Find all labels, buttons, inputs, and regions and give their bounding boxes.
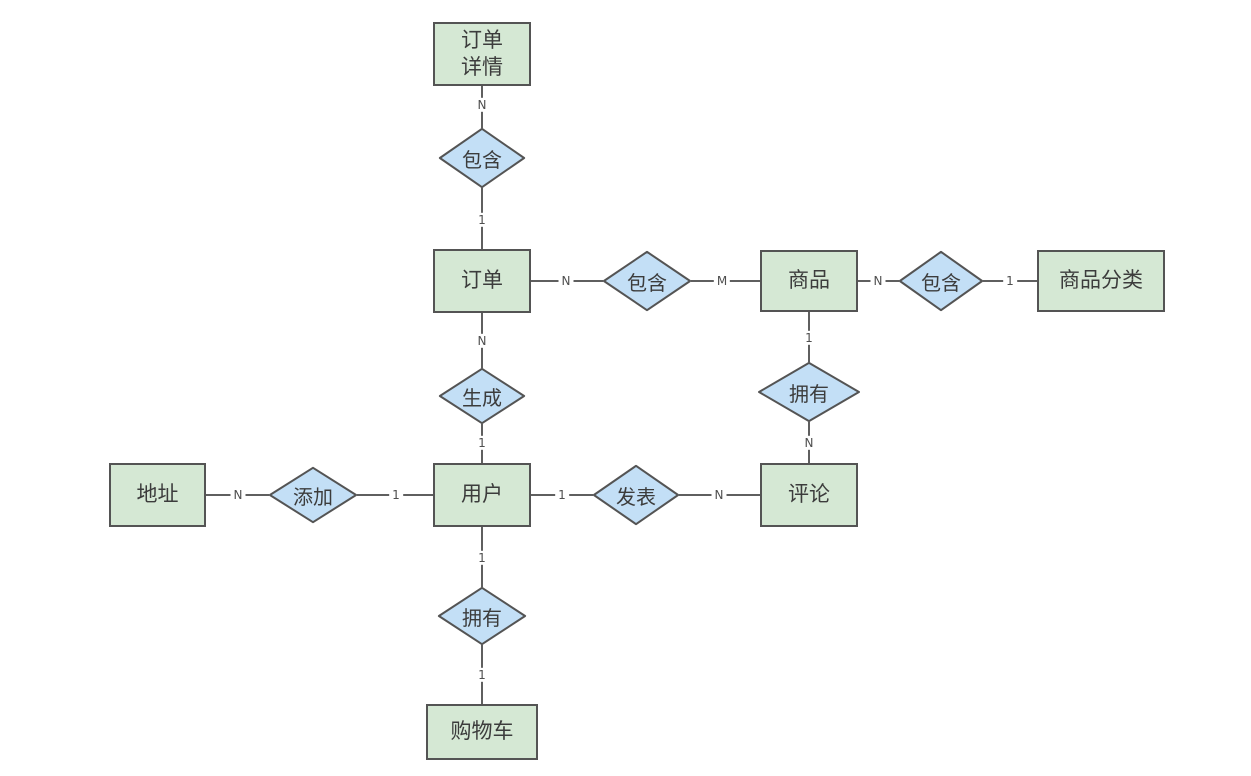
relation-label: 拥有 xyxy=(462,605,502,630)
cardinality-label: N xyxy=(711,487,727,503)
relation-label: 生成 xyxy=(462,385,502,410)
diamond-shape-icon xyxy=(603,251,691,311)
diamond-shape-icon xyxy=(439,128,525,188)
relation-contains-order-product[interactable]: 包含 xyxy=(603,251,691,311)
diamond-shape-icon xyxy=(269,467,357,523)
entity-cart-label: 购物车 xyxy=(450,719,514,744)
cardinality-label: N xyxy=(558,273,574,289)
entity-address[interactable]: 地址 xyxy=(109,463,206,527)
entity-user-label: 用户 xyxy=(461,482,503,507)
entity-order-details-label: 订单 详情 xyxy=(461,27,503,79)
cardinality-label: N xyxy=(474,97,490,113)
relation-label: 发表 xyxy=(616,484,656,509)
entity-comment[interactable]: 评论 xyxy=(760,463,858,527)
cardinality-label: 1 xyxy=(555,487,569,503)
diamond-shape-icon xyxy=(439,368,525,424)
cardinality-label: 1 xyxy=(475,667,489,683)
entity-order-details[interactable]: 订单 详情 xyxy=(433,22,531,86)
cardinality-label: 1 xyxy=(475,212,489,228)
relation-label: 包含 xyxy=(462,147,502,172)
entity-cart[interactable]: 购物车 xyxy=(426,704,538,760)
cardinality-label: N xyxy=(474,333,490,349)
cardinality-label: 1 xyxy=(389,487,403,503)
diamond-shape-icon xyxy=(593,465,679,525)
cardinality-label: N xyxy=(870,273,886,289)
entity-product-category-label: 商品分类 xyxy=(1059,268,1143,293)
relation-owns-user-cart[interactable]: 拥有 xyxy=(438,587,526,645)
relation-adds-address-user[interactable]: 添加 xyxy=(269,467,357,523)
cardinality-label: N xyxy=(801,435,817,451)
cardinality-label: 1 xyxy=(802,330,816,346)
entity-user[interactable]: 用户 xyxy=(433,463,531,527)
entity-order[interactable]: 订单 xyxy=(433,249,531,313)
relation-owns-product-comment[interactable]: 拥有 xyxy=(758,362,860,422)
diamond-shape-icon xyxy=(899,251,983,311)
cardinality-label: 1 xyxy=(475,435,489,451)
relation-contains-product-category[interactable]: 包含 xyxy=(899,251,983,311)
relation-label: 拥有 xyxy=(789,381,829,406)
entity-comment-label: 评论 xyxy=(788,482,830,507)
entity-product-category[interactable]: 商品分类 xyxy=(1037,250,1165,312)
diamond-shape-icon xyxy=(438,587,526,645)
relation-generates-order-user[interactable]: 生成 xyxy=(439,368,525,424)
cardinality-label: 1 xyxy=(475,550,489,566)
relation-label: 添加 xyxy=(293,484,333,509)
entity-order-label: 订单 xyxy=(461,268,503,293)
relation-label: 包含 xyxy=(627,270,667,295)
cardinality-label: N xyxy=(230,487,246,503)
entity-product-label: 商品 xyxy=(788,268,830,293)
diamond-shape-icon xyxy=(758,362,860,422)
entity-address-label: 地址 xyxy=(136,482,179,507)
cardinality-label: 1 xyxy=(1003,273,1017,289)
entity-product[interactable]: 商品 xyxy=(760,250,858,312)
relation-posts-user-comment[interactable]: 发表 xyxy=(593,465,679,525)
relation-label: 包含 xyxy=(921,270,961,295)
cardinality-label: M xyxy=(713,273,731,289)
relation-contains-orderdetails-order[interactable]: 包含 xyxy=(439,128,525,188)
